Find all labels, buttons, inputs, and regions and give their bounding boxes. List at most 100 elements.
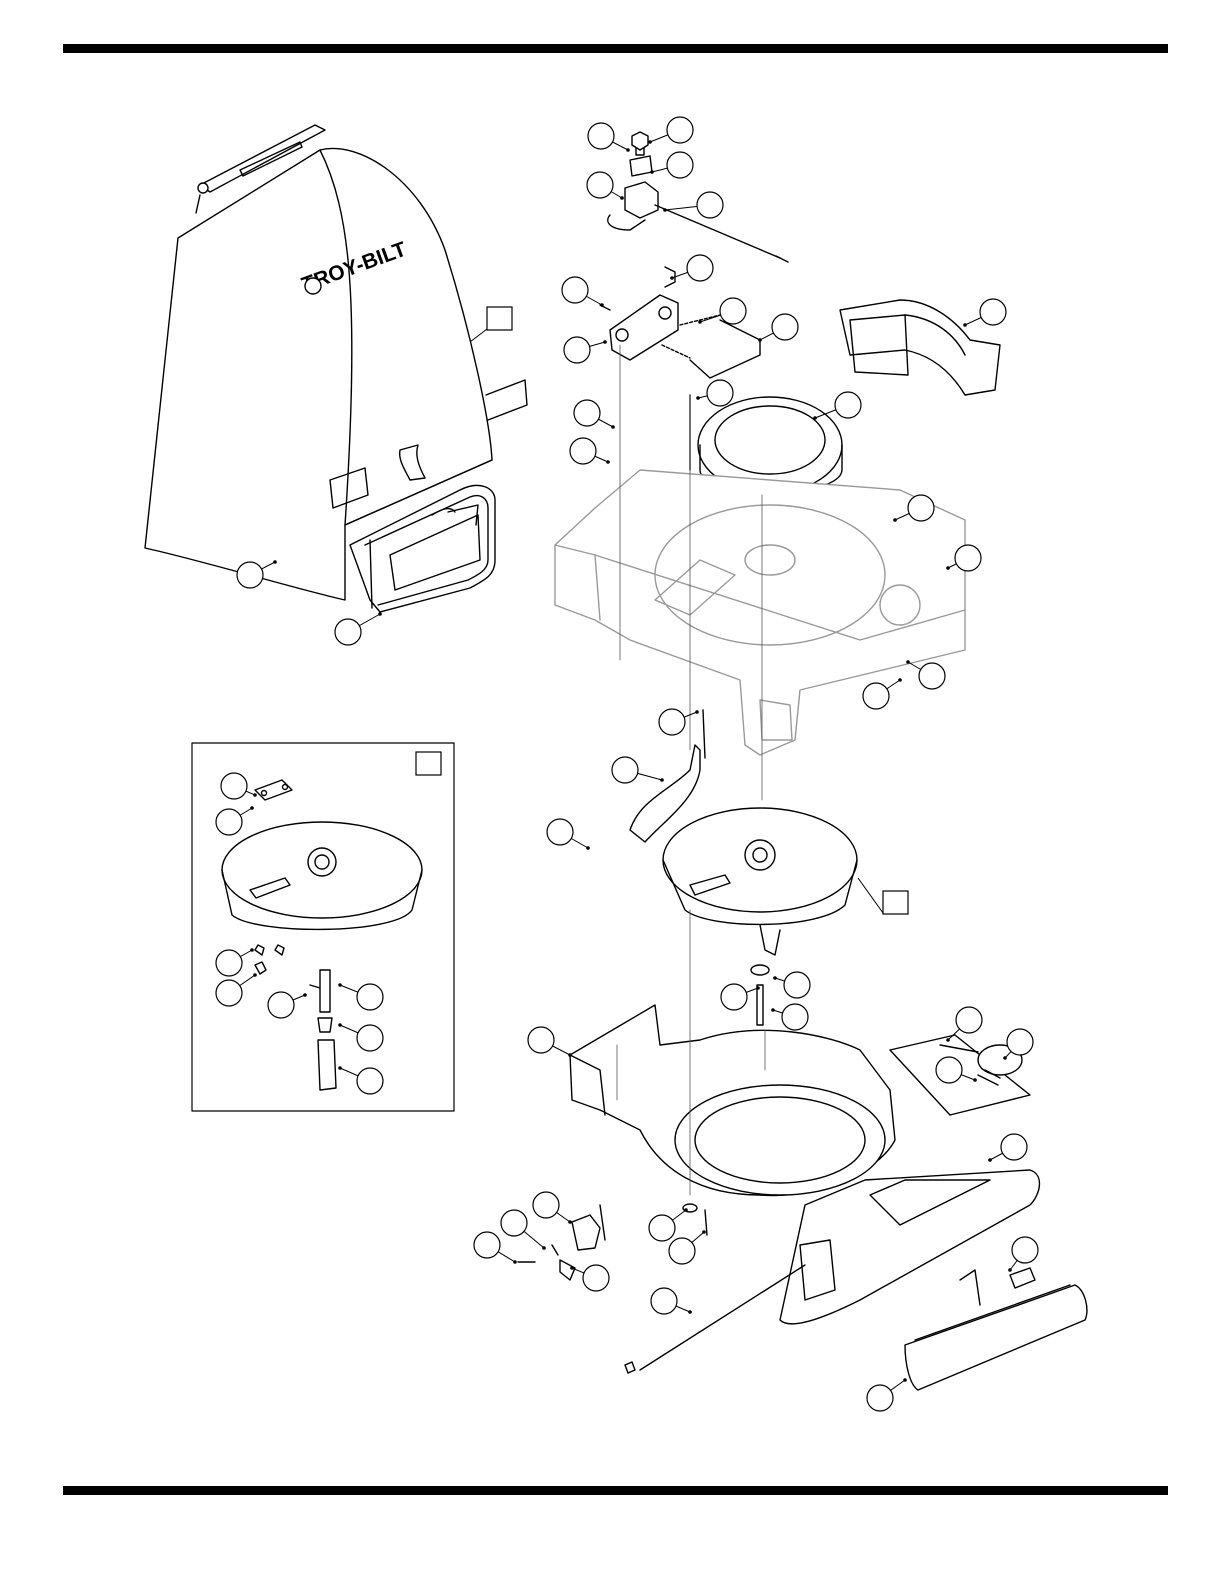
leader-tip xyxy=(273,560,277,564)
callout-bubble xyxy=(835,392,861,418)
callout-c21 xyxy=(612,757,664,783)
leader-tip xyxy=(568,1220,572,1224)
callout-bubble xyxy=(474,1232,500,1258)
callout-bubble xyxy=(784,972,810,998)
callout-bubble xyxy=(707,380,733,406)
leader-tip xyxy=(513,1260,517,1264)
switch-assembly xyxy=(608,132,788,262)
callout-c36 xyxy=(528,1027,572,1057)
callout-c45 xyxy=(474,1232,517,1264)
leader-tip xyxy=(378,612,382,616)
callout-c02 xyxy=(648,117,693,144)
callout-c23 xyxy=(221,773,257,799)
leader-tip xyxy=(893,518,897,522)
callout-c26 xyxy=(216,973,257,1006)
leader-tip xyxy=(250,806,254,810)
ref-box-frame xyxy=(487,307,512,330)
lower-housing xyxy=(570,1005,1039,1324)
leader-tip xyxy=(611,425,615,429)
discharge-chute xyxy=(840,300,1000,395)
callout-c38 xyxy=(1003,1029,1033,1060)
callout-bubble xyxy=(570,438,596,464)
callout-bubble xyxy=(667,152,693,178)
access-door xyxy=(905,1268,1087,1390)
leader-tip xyxy=(973,1078,977,1082)
leader-tip xyxy=(756,986,760,990)
callout-bubble xyxy=(956,1007,982,1033)
callout-c27 xyxy=(268,992,307,1018)
callout-bubble xyxy=(669,1238,695,1264)
callout-bubble xyxy=(216,950,242,976)
callout-c40 xyxy=(988,1134,1027,1162)
leader-tip xyxy=(906,660,910,664)
leader-tip xyxy=(586,846,590,850)
callout-bubble xyxy=(863,683,889,709)
leader-tip xyxy=(903,1378,907,1382)
leader-tip xyxy=(771,1008,775,1012)
callout-c25 xyxy=(216,948,254,976)
callout-c18 xyxy=(906,660,945,689)
leader-tip xyxy=(650,170,654,174)
callout-bubble xyxy=(720,298,746,324)
leader-line xyxy=(858,878,883,913)
leader-tip xyxy=(338,1066,342,1070)
callout-c11 xyxy=(696,380,733,406)
callout-c42 xyxy=(867,1378,907,1411)
callout-bubble xyxy=(268,992,294,1018)
callout-bubble xyxy=(1001,1134,1027,1160)
ref-box-frame xyxy=(416,752,441,775)
leader-tip xyxy=(988,1158,992,1162)
callout-bubble xyxy=(588,123,614,149)
callout-bubble xyxy=(583,1265,609,1291)
callout-c13 xyxy=(813,392,861,420)
callout-c24 xyxy=(216,806,254,835)
callout-c33 xyxy=(721,984,760,1010)
leader-tip xyxy=(702,1230,706,1234)
callout-c04 xyxy=(587,172,624,200)
callout-bubble xyxy=(357,984,383,1010)
leader-tip xyxy=(946,566,950,570)
callout-c49 xyxy=(651,1288,692,1314)
callout-c06 xyxy=(670,255,713,281)
callout-c29 xyxy=(338,1023,383,1051)
leader-tip xyxy=(963,323,967,327)
callout-bubble xyxy=(216,980,242,1006)
callout-bubble xyxy=(564,337,590,363)
leader-tip xyxy=(696,396,700,400)
callout-bubble xyxy=(772,314,798,340)
callout-bubble xyxy=(357,1068,383,1094)
callout-bubble xyxy=(659,709,685,735)
callout-bubble xyxy=(908,495,934,521)
callout-c35 xyxy=(771,1004,808,1030)
callout-bubble xyxy=(1012,1237,1038,1263)
callout-bubble xyxy=(651,1288,677,1314)
callout-c15 xyxy=(963,299,1006,327)
reference-box-r3 xyxy=(858,878,908,914)
leader-tip xyxy=(660,778,664,782)
callout-bubble xyxy=(562,277,588,303)
leader-tip xyxy=(663,208,667,212)
reference-box-r2 xyxy=(416,752,441,775)
callout-c46 xyxy=(570,1265,609,1291)
main-housing xyxy=(555,470,965,755)
leader-tip xyxy=(253,973,257,977)
callout-bubble xyxy=(237,562,263,588)
callout-bubble xyxy=(574,400,600,426)
callout-c09 xyxy=(564,337,607,363)
callout-bubble xyxy=(721,984,747,1010)
callout-c03 xyxy=(650,152,693,178)
callout-c08 xyxy=(698,298,746,324)
leader-line xyxy=(470,329,487,342)
callout-c19 xyxy=(863,678,902,709)
leader-tip xyxy=(695,710,699,714)
hopper-assembly: TROY-BILT xyxy=(145,125,527,612)
callout-bubble xyxy=(782,1004,808,1030)
callout-c12 xyxy=(574,400,615,429)
callout-c48 xyxy=(669,1230,706,1264)
callout-c28 xyxy=(338,983,383,1010)
callout-c43 xyxy=(533,1192,572,1224)
callout-bubble xyxy=(528,1027,554,1053)
callout-bubble xyxy=(980,299,1006,325)
leader-tip xyxy=(773,976,777,980)
